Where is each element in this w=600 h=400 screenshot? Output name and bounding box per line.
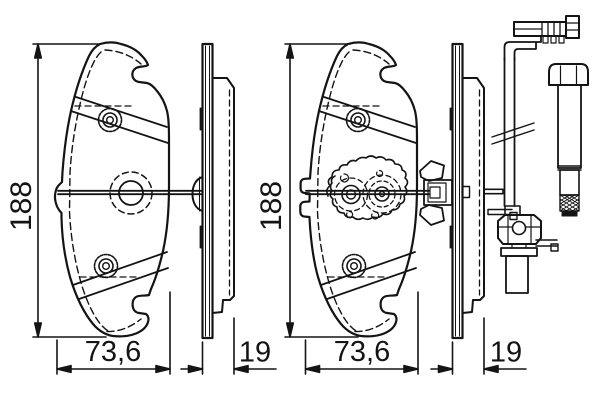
dimension-pad1-height [32, 43, 107, 338]
bolt-head [548, 63, 589, 86]
wear-sensor-cable [491, 15, 580, 294]
rivet-top [345, 107, 371, 133]
cable-elbow [503, 35, 542, 61]
brake-pad-1-side-view [191, 42, 235, 340]
brake-pad-2-side-view [419, 42, 518, 340]
dimension-pad2-thickness [430, 317, 527, 375]
brake-pad-2-front-view [299, 41, 430, 338]
dimension-pad1-thickness [180, 317, 277, 375]
guide-lug [191, 176, 204, 212]
sensor-body [497, 205, 559, 294]
rivet-top [97, 107, 123, 133]
friction-block [211, 77, 235, 314]
brake-pad-1-front-view [53, 41, 203, 338]
cable-break-mark [491, 122, 535, 145]
bolt-shaft [557, 84, 582, 169]
dimension-label-pad2-thickness: 19 [490, 337, 522, 369]
dimension-pad2-height [284, 43, 359, 338]
dimension-label-pad1-height: 188 [5, 181, 38, 231]
wear-sensor-contact [305, 155, 430, 221]
sensor-holder-bracket [487, 208, 513, 216]
dimension-label-pad2-height: 188 [255, 181, 288, 231]
dimension-label-pad2-width: 73,6 [334, 336, 390, 368]
connector-plug [513, 15, 580, 44]
retaining-spring-clip [419, 160, 471, 226]
sensor-tip [483, 188, 504, 195]
dimension-pad1-width [56, 291, 171, 375]
dimension-label-pad1-width: 73,6 [85, 336, 141, 368]
caliper-bolt [548, 63, 589, 217]
rivet-bottom [341, 253, 367, 279]
dimension-pad2-width [304, 291, 419, 375]
friction-block [461, 77, 485, 314]
piston-contact-circle [109, 171, 153, 215]
mounting-arm [535, 239, 558, 247]
dimension-label-pad1-thickness: 19 [239, 337, 271, 369]
cable [503, 57, 516, 207]
rivet-bottom [93, 253, 119, 279]
